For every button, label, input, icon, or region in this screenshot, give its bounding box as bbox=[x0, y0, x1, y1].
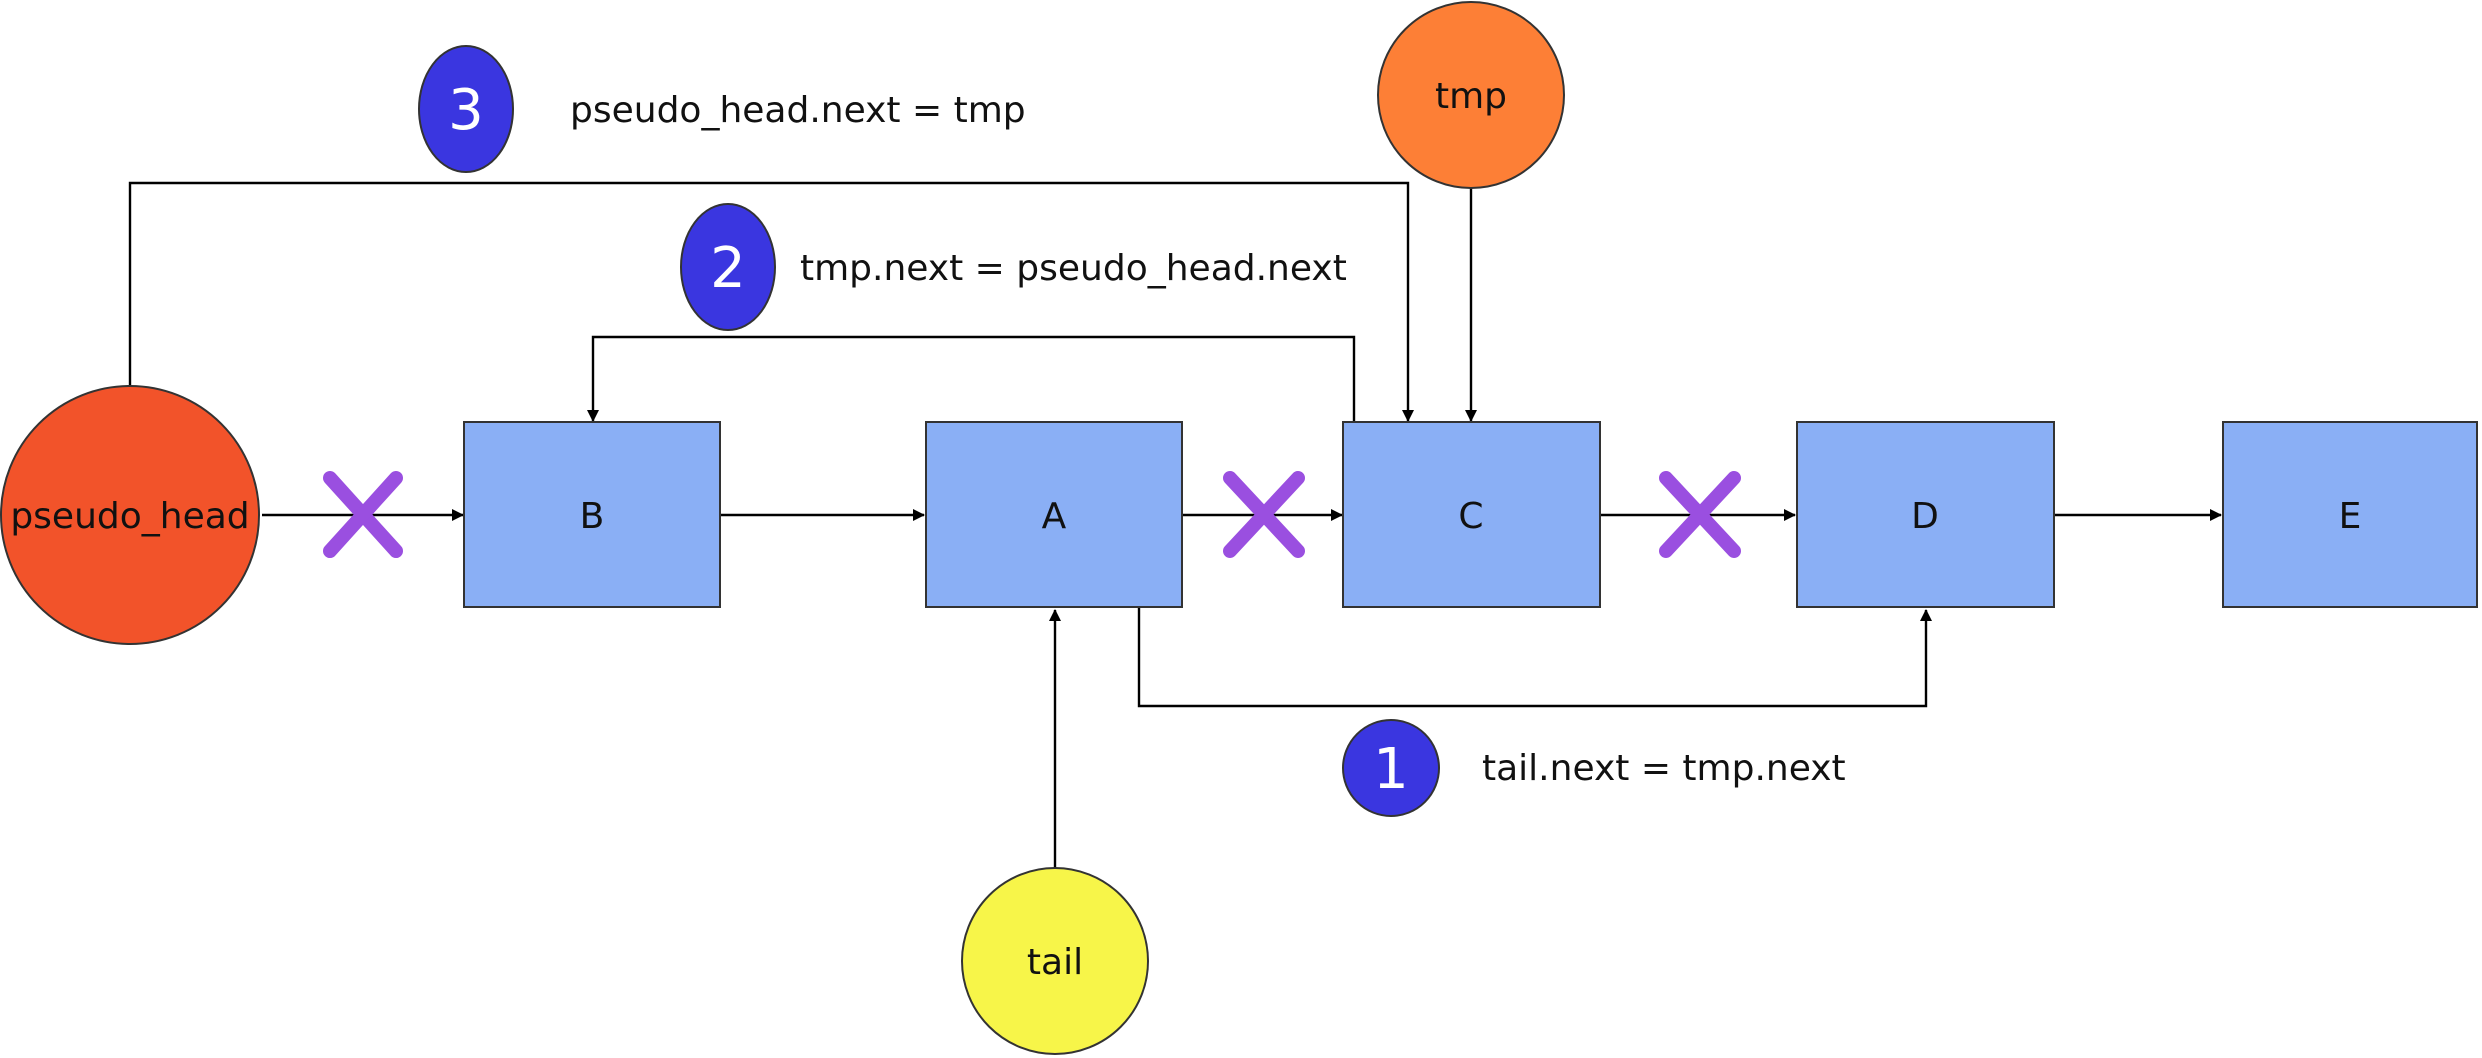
node-label: B bbox=[580, 496, 605, 537]
pointer-label: pseudo_head bbox=[10, 496, 249, 537]
cut-marks bbox=[323, 471, 1741, 558]
cross-icon bbox=[1223, 471, 1305, 558]
node-label: C bbox=[1458, 496, 1483, 537]
pointer-pseudo-head: pseudo_head bbox=[0, 385, 260, 645]
pointer-label: tmp bbox=[1435, 76, 1507, 117]
pointer-nodes: pseudo_head tmp tail bbox=[0, 1, 1565, 1055]
step-number: 2 bbox=[710, 236, 746, 301]
step-1: 1 tail.next = tmp.next bbox=[1342, 719, 1846, 817]
edge-step3-pseudo-head-to-c bbox=[128, 181, 1414, 422]
step-text: tail.next = tmp.next bbox=[1482, 748, 1846, 789]
step-number: 3 bbox=[448, 78, 484, 143]
step-2: 2 tmp.next = pseudo_head.next bbox=[680, 203, 1347, 331]
list-node-b: B bbox=[463, 421, 721, 608]
list-nodes: B A C D E bbox=[463, 421, 2478, 608]
pointer-label: tail bbox=[1027, 942, 1083, 983]
node-label: D bbox=[1911, 496, 1939, 537]
step-3: 3 pseudo_head.next = tmp bbox=[418, 45, 1026, 173]
step-annotations: 1 tail.next = tmp.next 2 tmp.next = pseu… bbox=[418, 45, 1846, 817]
pointer-tail: tail bbox=[961, 867, 1149, 1055]
cross-icon bbox=[323, 471, 403, 558]
edges bbox=[128, 181, 2222, 868]
list-node-d: D bbox=[1796, 421, 2055, 608]
edge-step2-c-to-b bbox=[587, 335, 1356, 422]
node-label: A bbox=[1042, 496, 1067, 537]
node-label: E bbox=[2339, 496, 2362, 537]
step-number: 1 bbox=[1373, 737, 1409, 802]
pointer-tmp: tmp bbox=[1377, 1, 1565, 189]
list-node-c: C bbox=[1342, 421, 1601, 608]
step-text: pseudo_head.next = tmp bbox=[570, 90, 1026, 131]
edge-step1-a-to-d bbox=[1137, 608, 1932, 708]
list-node-e: E bbox=[2222, 421, 2478, 608]
cross-icon bbox=[1659, 471, 1741, 558]
list-node-a: A bbox=[925, 421, 1183, 608]
step-text: tmp.next = pseudo_head.next bbox=[800, 248, 1347, 289]
